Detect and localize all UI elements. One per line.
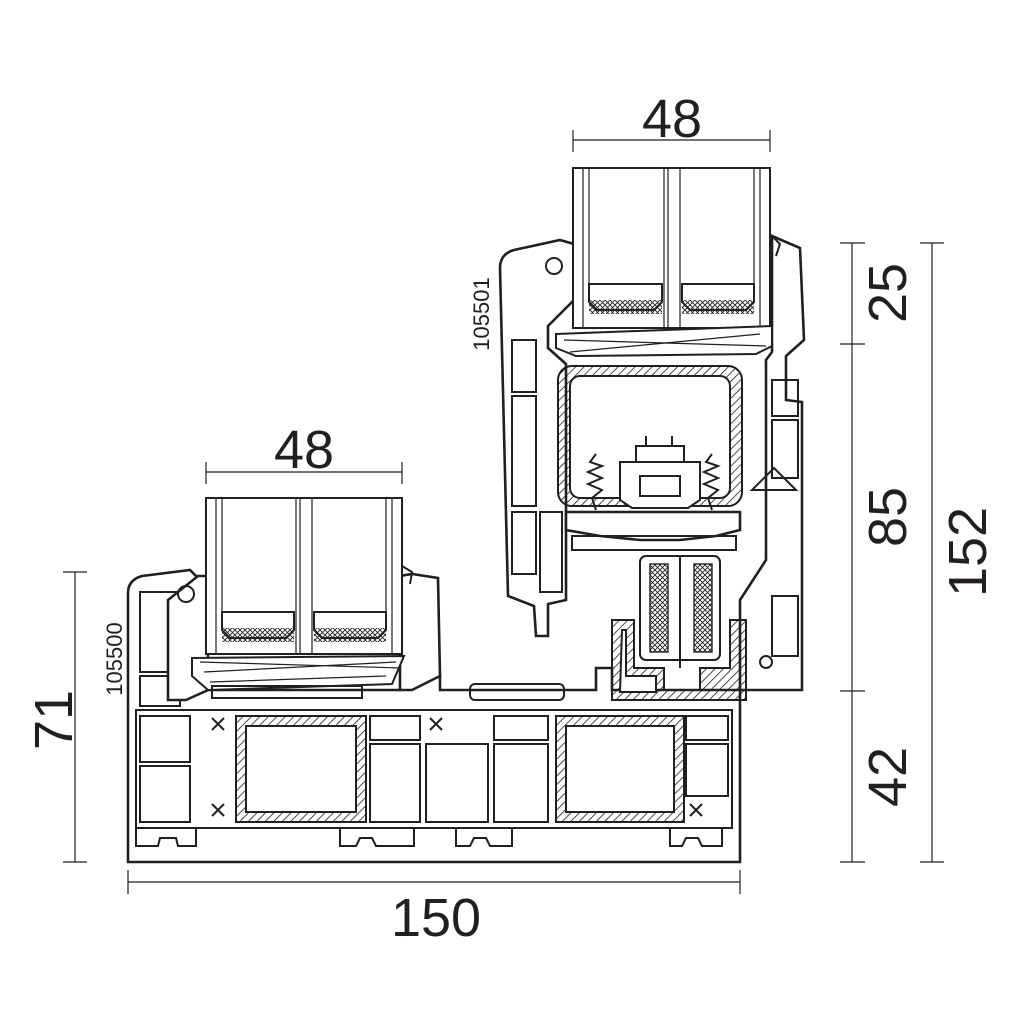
hardware-assembly: [564, 436, 773, 701]
profile-code-lower: 105500: [102, 622, 127, 695]
left-sash: [166, 497, 442, 702]
dim-left-height: 71: [24, 690, 84, 750]
dim-bottom-width: 150: [391, 888, 481, 948]
dim-right-top: 25: [858, 263, 918, 323]
dim-right-total: 152: [938, 507, 998, 597]
profile-code-upper: 105501: [469, 277, 494, 350]
dim-right-middle: 85: [858, 487, 918, 547]
dim-right-bottom: 42: [858, 747, 918, 807]
dimension-lines: [63, 130, 944, 894]
upper-frame-profile: [498, 167, 806, 692]
dim-sash-left-width: 48: [274, 420, 334, 480]
dim-sash-top-width: 48: [642, 89, 702, 149]
